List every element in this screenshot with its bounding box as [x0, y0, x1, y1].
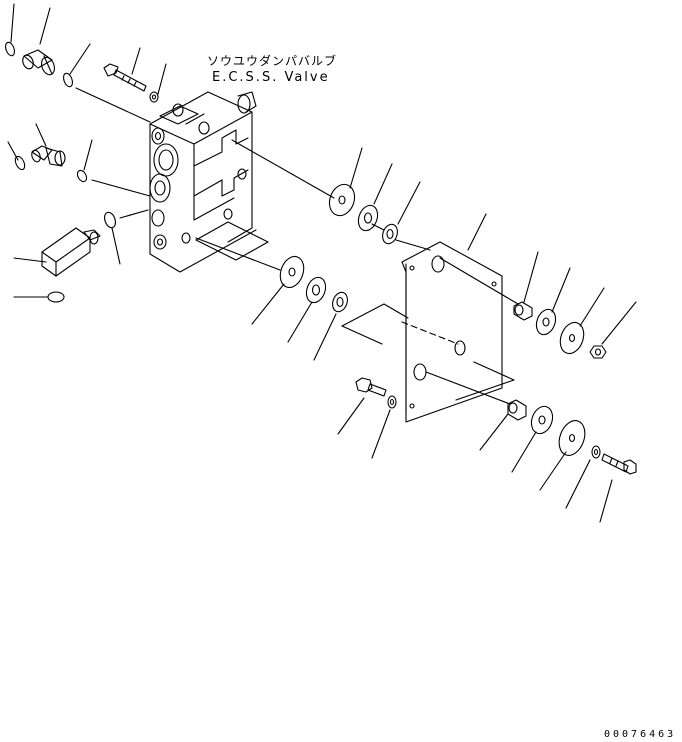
- mounting-plane: [196, 222, 268, 260]
- washer-icon: [556, 319, 588, 357]
- bolt-icon: [602, 454, 636, 474]
- washer-icon: [555, 417, 590, 459]
- spacer-icon: [508, 400, 526, 420]
- washer-icon: [303, 275, 329, 306]
- o-ring-icon: [76, 169, 89, 183]
- nut-icon: [590, 346, 606, 358]
- leader-lines: [8, 4, 636, 522]
- o-ring-icon: [103, 211, 118, 229]
- washer-icon: [150, 92, 158, 102]
- drawing-code: 00076463: [604, 729, 677, 740]
- spacer-icon: [380, 222, 400, 246]
- washer-icon: [528, 403, 556, 436]
- fitting-icon: [21, 50, 57, 77]
- bolt-icon: [356, 378, 386, 396]
- bracket-plate-icon: [402, 242, 502, 422]
- axis-lines: [76, 88, 518, 404]
- washer-icon: [388, 396, 396, 408]
- spacer-icon: [514, 302, 532, 320]
- o-ring-icon: [4, 41, 16, 57]
- o-ring-icon: [48, 292, 64, 302]
- valve-block-icon: [150, 92, 256, 272]
- washer-icon: [276, 253, 308, 291]
- elbow-fitting-icon: [30, 146, 65, 166]
- connector-icon: [42, 228, 100, 276]
- bolt-icon: [104, 64, 146, 91]
- washer-icon: [325, 181, 358, 219]
- washer-icon: [533, 307, 559, 338]
- o-ring-icon: [13, 155, 26, 171]
- washer-icon: [592, 446, 600, 458]
- spacer-icon: [330, 290, 350, 314]
- title-english: E.C.S.S. Valve: [212, 70, 330, 85]
- washer-icon: [355, 203, 381, 234]
- title-japanese: ソウユウダンパバルブ: [207, 54, 338, 68]
- o-ring-icon: [62, 72, 74, 88]
- mounting-plane: [342, 304, 514, 400]
